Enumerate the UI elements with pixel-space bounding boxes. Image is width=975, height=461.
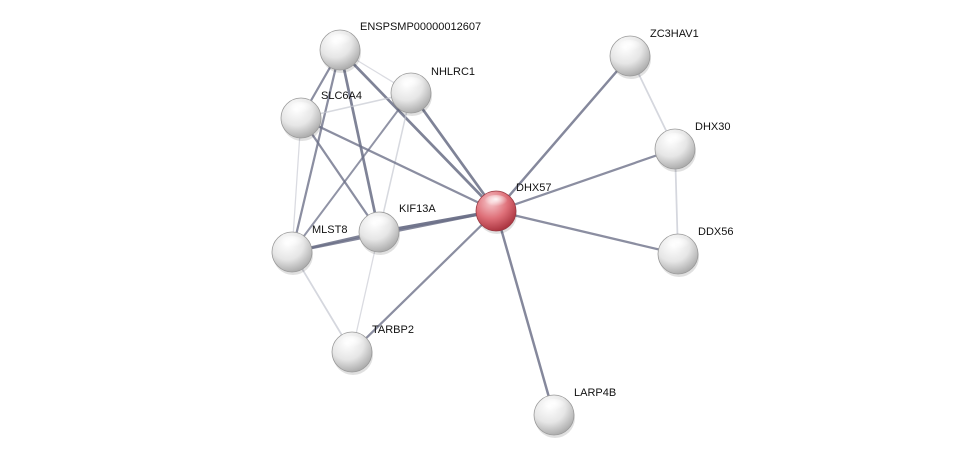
edge-ddx56-dhx57 — [494, 209, 680, 256]
node-label-nhlrc1: NHLRC1 — [431, 66, 475, 78]
node-label-larp4b: LARP4B — [574, 387, 616, 399]
node-label-zc3hav1: ZC3HAV1 — [650, 28, 699, 40]
node-kif13a[interactable]: KIF13A — [358, 203, 436, 255]
node-dhx57[interactable]: DHX57 — [475, 182, 551, 234]
edge-enspsmp00000012607-mlst8 — [290, 48, 342, 254]
edge-kif13a-tarbp2 — [351, 231, 380, 353]
node-highlight — [328, 34, 352, 48]
node-label-enspsmp00000012607: ENSPSMP00000012607 — [360, 21, 481, 33]
node-highlight — [542, 399, 566, 413]
node-mlst8[interactable]: MLST8 — [271, 224, 347, 275]
edge-zc3hav1-dhx57 — [494, 54, 632, 213]
node-dhx30[interactable]: DHX30 — [654, 121, 730, 172]
node-larp4b[interactable]: LARP4B — [533, 387, 616, 438]
node-tarbp2[interactable]: TARBP2 — [331, 324, 414, 375]
edge-dhx30-dhx57 — [494, 147, 677, 213]
edge-nhlrc1-dhx57 — [409, 91, 498, 213]
edge-tarbp2-dhx57 — [350, 209, 498, 354]
edge-slc6a4-kif13a — [299, 116, 381, 234]
node-label-dhx57: DHX57 — [516, 182, 551, 194]
edge-enspsmp00000012607-kif13a — [338, 48, 381, 234]
node-zc3hav1[interactable]: ZC3HAV1 — [609, 28, 699, 79]
node-label-ddx56: DDX56 — [698, 226, 733, 238]
edge-larp4b-dhx57 — [494, 209, 556, 417]
node-label-slc6a4: SLC6A4 — [321, 90, 362, 102]
node-highlight — [399, 77, 423, 91]
node-slc6a4[interactable]: SLC6A4 — [280, 90, 362, 141]
node-highlight — [663, 133, 687, 147]
edge-enspsmp00000012607-dhx57 — [338, 48, 498, 213]
node-label-mlst8: MLST8 — [312, 224, 347, 236]
node-highlight — [367, 216, 391, 230]
node-nhlrc1[interactable]: NHLRC1 — [390, 66, 475, 116]
node-highlight — [666, 238, 690, 252]
edge-nhlrc1-mlst8 — [291, 92, 412, 253]
node-highlight — [484, 195, 508, 209]
node-highlight — [340, 336, 364, 350]
node-label-tarbp2: TARBP2 — [372, 324, 414, 336]
node-enspsmp00000012607[interactable]: ENSPSMP00000012607 — [319, 21, 481, 73]
node-highlight — [289, 102, 313, 116]
edge-slc6a4-mlst8 — [291, 117, 302, 253]
node-highlight — [280, 236, 304, 250]
node-label-kif13a: KIF13A — [399, 203, 436, 215]
node-label-dhx30: DHX30 — [695, 121, 730, 133]
node-ddx56[interactable]: DDX56 — [657, 226, 733, 277]
node-highlight — [618, 40, 642, 54]
edge-slc6a4-dhx57 — [299, 116, 498, 213]
